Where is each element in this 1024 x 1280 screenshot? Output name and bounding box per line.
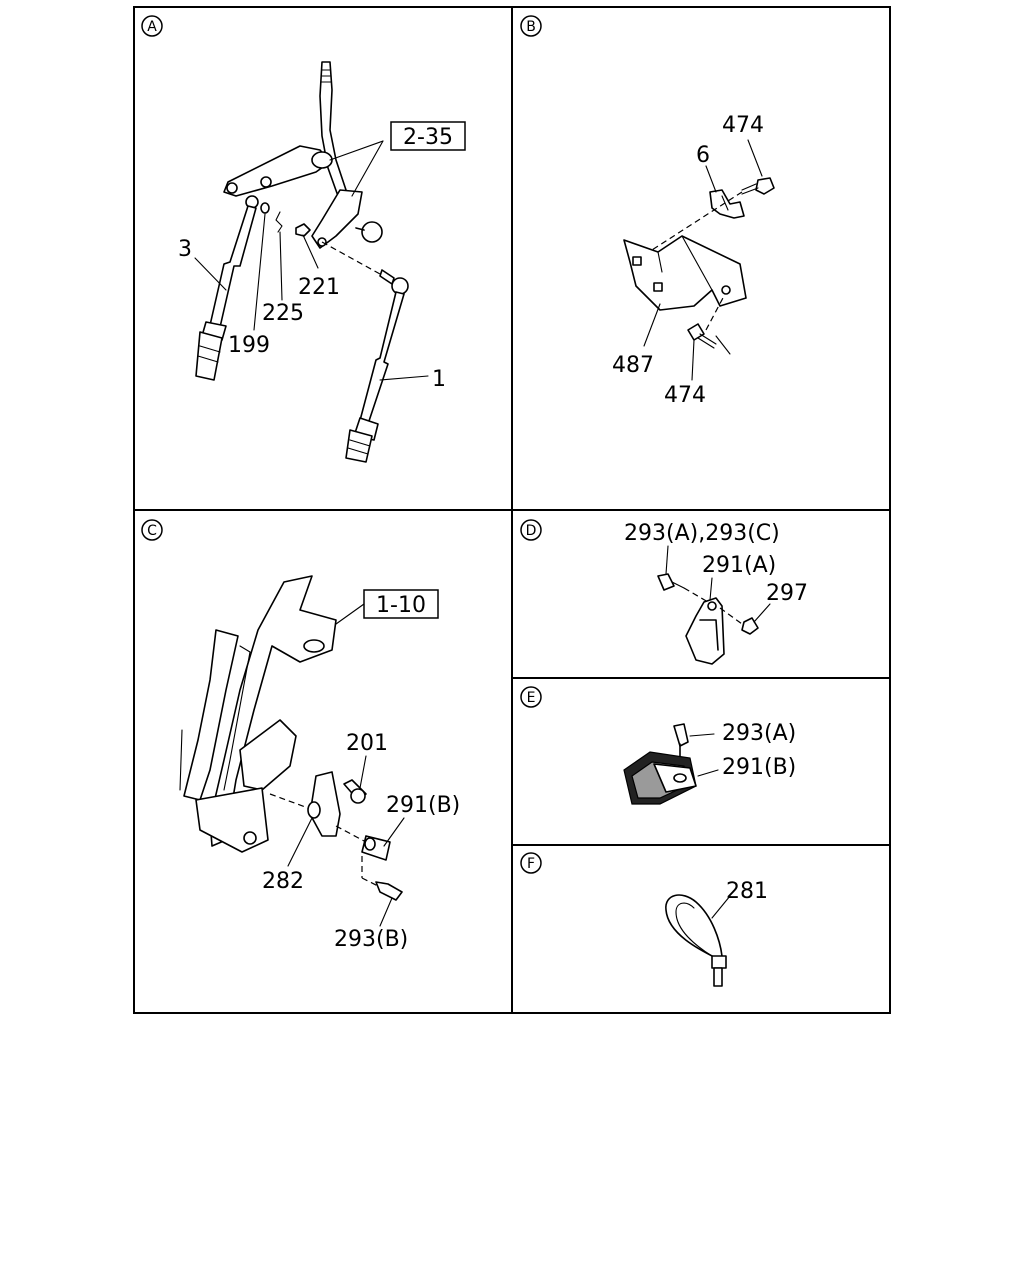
label-2-35: 2-35 bbox=[403, 125, 453, 150]
svg-text:B: B bbox=[526, 19, 536, 35]
panel-marker-c: C bbox=[141, 519, 163, 541]
label-221: 221 bbox=[298, 275, 340, 300]
svg-text:E: E bbox=[527, 690, 536, 706]
panel-c-labels: 1-10 201 291(B) 282 293(B) bbox=[262, 589, 460, 952]
label-291a: 291(A) bbox=[702, 553, 776, 578]
panel-d-drawing bbox=[657, 545, 771, 665]
label-297: 297 bbox=[766, 581, 808, 606]
panel-marker-b: B bbox=[520, 15, 542, 37]
panel-e-drawing bbox=[623, 723, 719, 805]
label-1-10: 1-10 bbox=[376, 593, 426, 618]
panel-marker-e: E bbox=[520, 686, 542, 708]
panel-marker-f: F bbox=[520, 852, 542, 874]
label-282: 282 bbox=[262, 869, 304, 894]
svg-text:C: C bbox=[147, 523, 157, 539]
label-291b: 291(B) bbox=[386, 793, 460, 818]
bracket-487 bbox=[623, 235, 747, 311]
label-293b: 293(B) bbox=[334, 927, 408, 952]
cable-tie-281 bbox=[665, 894, 723, 959]
svg-text:D: D bbox=[526, 523, 537, 539]
label-225: 225 bbox=[262, 301, 304, 326]
panel-e-labels: 293(A) 291(B) bbox=[722, 721, 796, 780]
label-199: 199 bbox=[228, 333, 270, 358]
label-291b-e: 291(B) bbox=[722, 755, 796, 780]
clip-291a bbox=[685, 597, 725, 665]
label-281: 281 bbox=[726, 879, 768, 904]
panel-marker-a: A bbox=[141, 15, 163, 37]
svg-text:F: F bbox=[527, 856, 535, 872]
label-293a-293c: 293(A),293(C) bbox=[624, 521, 780, 546]
label-201: 201 bbox=[346, 731, 388, 756]
panel-f-drawing bbox=[665, 894, 731, 987]
panel-a-drawing bbox=[194, 61, 429, 463]
cable-1 bbox=[357, 291, 405, 431]
panel-d-labels: 293(A),293(C) 291(A) 297 bbox=[624, 521, 808, 606]
panel-b-labels: 474 6 487 474 bbox=[612, 113, 764, 408]
svg-text:A: A bbox=[147, 19, 157, 35]
panel-a-labels: 2-35 3 221 225 199 1 bbox=[178, 121, 466, 392]
cable-3 bbox=[207, 205, 257, 337]
label-487: 487 bbox=[612, 353, 654, 378]
select-arm bbox=[223, 145, 331, 197]
label-474-bottom: 474 bbox=[664, 383, 706, 408]
label-3: 3 bbox=[178, 237, 192, 262]
panel-b-drawing bbox=[623, 139, 775, 381]
panel-c-drawing bbox=[179, 575, 405, 927]
panel-marker-d: D bbox=[520, 519, 542, 541]
label-1: 1 bbox=[432, 367, 446, 392]
label-474-top: 474 bbox=[722, 113, 764, 138]
label-6: 6 bbox=[696, 143, 710, 168]
panel-frames bbox=[133, 6, 891, 1014]
lever-bracket bbox=[311, 189, 363, 249]
label-293a: 293(A) bbox=[722, 721, 796, 746]
panel-f-labels: 281 bbox=[726, 879, 768, 904]
